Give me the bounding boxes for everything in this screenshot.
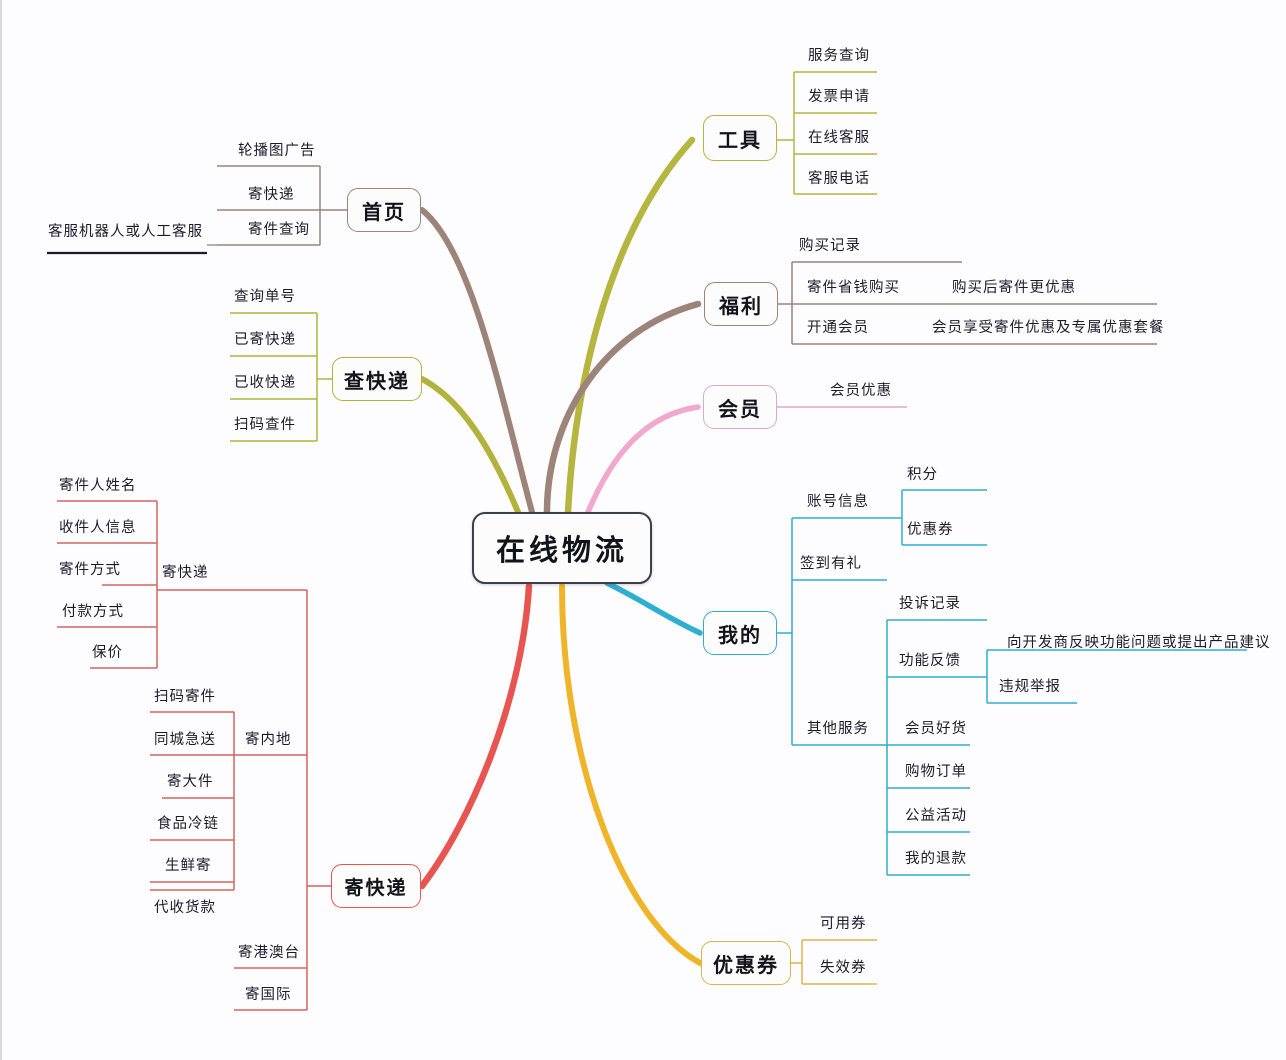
leaf-track-received[interactable]: 已收快递: [234, 375, 296, 391]
branch-label-tools: 工具: [718, 129, 762, 152]
leaf-send-method[interactable]: 寄件方式: [59, 562, 121, 578]
branch-node-mine[interactable]: 我的: [703, 611, 777, 655]
leaf-homepage-customer-service-bot[interactable]: 客服机器人或人工客服: [48, 224, 203, 240]
group-label-send-express[interactable]: 寄快递: [162, 565, 209, 581]
leaf-send-international[interactable]: 寄国际: [245, 987, 292, 1003]
branch-label-send: 寄快递: [344, 877, 408, 899]
leaf-same-city-rush[interactable]: 同城急送: [154, 732, 216, 748]
leaf-insured-value[interactable]: 保价: [92, 645, 123, 661]
root-label: 在线物流: [495, 535, 628, 567]
leaf-benefits-purchase-record[interactable]: 购买记录: [799, 238, 861, 254]
leaf-track-query-number[interactable]: 查询单号: [234, 289, 296, 305]
leaf-payment-method[interactable]: 付款方式: [62, 604, 124, 620]
leaf-homepage-send-query[interactable]: 寄件查询: [248, 222, 310, 238]
leaf-mine-violation-report[interactable]: 违规举报: [999, 679, 1061, 695]
branch-node-track[interactable]: 查快递: [332, 357, 422, 401]
leaf-benefits-save-purchase-detail[interactable]: 购买后寄件更优惠: [952, 280, 1076, 296]
leaf-mine-feature-feedback[interactable]: 功能反馈: [899, 653, 961, 669]
leaf-mine-other-services[interactable]: 其他服务: [807, 721, 869, 737]
leaf-receiver-info[interactable]: 收件人信息: [59, 520, 137, 536]
leaf-mine-coupons[interactable]: 优惠券: [907, 522, 954, 538]
root-node[interactable]: 在线物流: [472, 512, 652, 584]
leaf-tools-service-query[interactable]: 服务查询: [808, 48, 870, 64]
group-label-send-domestic[interactable]: 寄内地: [245, 732, 292, 748]
leaf-scan-send[interactable]: 扫码寄件: [154, 689, 216, 705]
leaf-mine-account-info[interactable]: 账号信息: [807, 494, 869, 510]
branch-node-benefits[interactable]: 福利: [704, 282, 778, 326]
leaf-mine-shopping-orders[interactable]: 购物订单: [905, 764, 967, 780]
leaf-benefits-save-purchase[interactable]: 寄件省钱购买: [807, 280, 900, 296]
leaf-track-scan[interactable]: 扫码查件: [234, 417, 296, 433]
leaf-homepage-carousel-ad[interactable]: 轮播图广告: [238, 143, 316, 159]
branch-label-coupon: 优惠券: [713, 954, 779, 977]
leaf-coupon-available[interactable]: 可用券: [820, 916, 867, 932]
leaf-fresh-send[interactable]: 生鲜寄: [165, 858, 212, 874]
leaf-mine-member-goods[interactable]: 会员好货: [905, 721, 967, 737]
leaf-send-large-item[interactable]: 寄大件: [167, 774, 214, 790]
leaf-benefits-membership-detail[interactable]: 会员享受寄件优惠及专属优惠套餐: [932, 320, 1165, 336]
leaf-homepage-send-express[interactable]: 寄快递: [248, 187, 295, 203]
branch-label-mine: 我的: [718, 624, 762, 647]
leaf-sender-name[interactable]: 寄件人姓名: [59, 478, 137, 494]
leaf-mine-feedback-detail[interactable]: 向开发商反映功能问题或提出产品建议: [1007, 635, 1271, 651]
branch-label-track: 查快递: [344, 370, 410, 393]
leaf-coupon-expired[interactable]: 失效券: [820, 960, 867, 976]
branch-node-member[interactable]: 会员: [703, 385, 777, 429]
leaf-tools-online-service[interactable]: 在线客服: [808, 130, 870, 146]
leaf-mine-charity-activity[interactable]: 公益活动: [905, 808, 967, 824]
branch-node-tools[interactable]: 工具: [703, 115, 777, 161]
leaf-send-hk-macau-taiwan[interactable]: 寄港澳台: [238, 945, 300, 961]
leaf-mine-points[interactable]: 积分: [907, 467, 938, 483]
leaf-cash-on-delivery[interactable]: 代收货款: [154, 900, 216, 916]
branch-label-benefits: 福利: [719, 295, 763, 318]
leaf-track-sent[interactable]: 已寄快递: [234, 332, 296, 348]
branch-label-member: 会员: [718, 398, 762, 421]
branch-node-coupon[interactable]: 优惠券: [701, 941, 791, 985]
leaf-mine-complaint-record[interactable]: 投诉记录: [899, 596, 961, 612]
leaf-mine-checkin-gift[interactable]: 签到有礼: [800, 556, 862, 572]
leaf-tools-service-phone[interactable]: 客服电话: [808, 171, 870, 187]
leaf-tools-invoice-request[interactable]: 发票申请: [808, 89, 870, 105]
leaf-benefits-open-membership[interactable]: 开通会员: [807, 320, 869, 336]
branch-node-homepage[interactable]: 首页: [347, 188, 421, 232]
leaf-food-cold-chain[interactable]: 食品冷链: [157, 816, 219, 832]
leaf-mine-my-refunds[interactable]: 我的退款: [905, 851, 967, 867]
branch-node-send[interactable]: 寄快递: [331, 864, 421, 908]
branch-label-homepage: 首页: [362, 201, 406, 224]
leaf-member-discount[interactable]: 会员优惠: [830, 383, 892, 399]
